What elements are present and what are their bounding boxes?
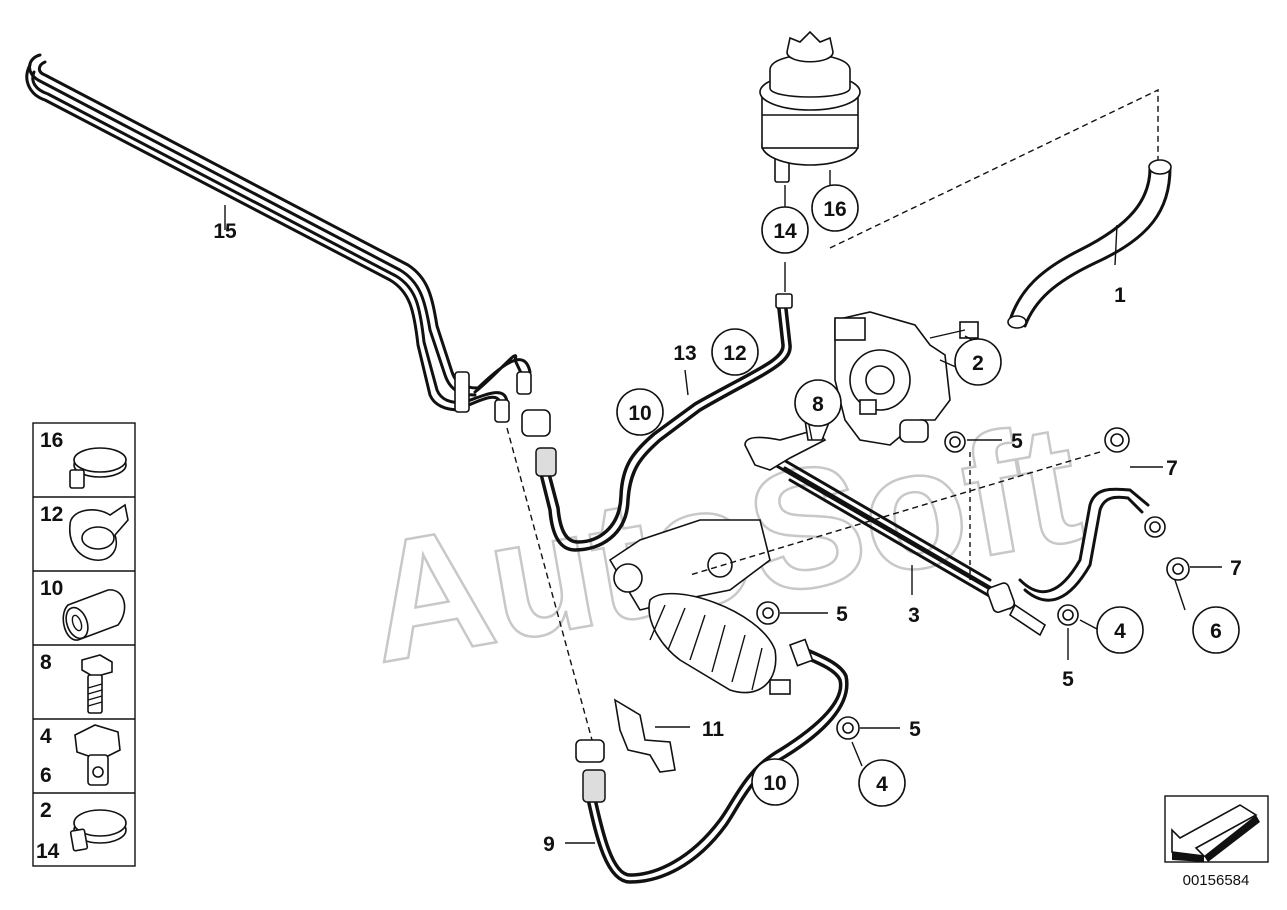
callouts: 15 16 14 1 2 13 12 10 8 5 7 7 3 5 4 6 5 … <box>213 184 1242 856</box>
callout-4a: 4 <box>1114 620 1126 643</box>
callout-5a: 5 <box>1011 430 1023 453</box>
callout-2: 2 <box>972 352 984 375</box>
callout-7b: 7 <box>1230 557 1242 580</box>
legend-label-2: 2 <box>40 799 52 822</box>
callout-8-circle <box>794 379 842 427</box>
bracket-11 <box>613 698 676 773</box>
legend-label-10: 10 <box>40 577 63 600</box>
callout-4b-circle <box>858 759 906 807</box>
legend-label-12: 12 <box>40 503 63 526</box>
callout-12-circle <box>711 328 759 376</box>
callout-12: 12 <box>723 342 746 365</box>
diagram-number: 00156584 <box>1183 872 1250 889</box>
hose-clip-icon <box>69 809 127 852</box>
callout-4b: 4 <box>876 773 888 796</box>
callout-5b: 5 <box>836 603 848 626</box>
callout-10b: 10 <box>763 772 786 795</box>
legend-label-14: 14 <box>36 840 60 863</box>
legend-label-6: 6 <box>40 764 52 787</box>
callout-14: 14 <box>773 220 797 243</box>
return-hose-13 <box>521 293 793 552</box>
callout-5d: 5 <box>909 718 921 741</box>
leader-dashed-1 <box>829 88 1159 249</box>
callout-16-circle <box>811 184 859 232</box>
steering-rack <box>608 519 814 695</box>
legend-label-16: 16 <box>40 429 63 452</box>
clip-holder-icon <box>69 503 129 561</box>
callout-10a: 10 <box>628 402 651 425</box>
callout-11: 11 <box>702 718 725 741</box>
arrow-icon <box>1171 804 1260 862</box>
hose-clamp-icon <box>69 447 127 489</box>
bolt-icon <box>81 654 113 714</box>
washers <box>756 427 1190 740</box>
callout-6-circle <box>1192 606 1240 654</box>
parts-legend: 16 12 10 8 4 6 2 14 <box>32 422 136 867</box>
callout-8: 8 <box>812 393 824 416</box>
leader-lines <box>224 205 1222 844</box>
callout-15: 15 <box>213 220 237 243</box>
pipe-6-7 <box>689 451 1150 602</box>
callout-13: 13 <box>673 342 696 365</box>
callout-3: 3 <box>908 604 920 627</box>
pipe-15-assembly <box>25 53 532 423</box>
callout-1: 1 <box>1114 284 1126 307</box>
callout-9: 9 <box>543 833 555 856</box>
legend-label-4: 4 <box>40 725 52 748</box>
reservoir <box>759 30 861 292</box>
callout-6: 6 <box>1210 620 1222 643</box>
callout-14-circle <box>761 206 809 254</box>
callout-10a-circle <box>616 388 664 436</box>
callout-7a: 7 <box>1166 457 1178 480</box>
callout-4a-circle <box>1096 606 1144 654</box>
banjo-bolt-icon <box>74 724 121 786</box>
callout-2-circle <box>954 338 1002 386</box>
rubber-grommet-icon <box>62 589 126 641</box>
callout-10b-circle <box>751 758 799 806</box>
callout-16: 16 <box>823 198 846 221</box>
pipe-9-assembly <box>506 427 849 884</box>
hose-1 <box>1007 159 1172 329</box>
steering-pump <box>834 311 979 446</box>
legend-label-8: 8 <box>40 651 52 674</box>
callout-5c: 5 <box>1062 668 1074 691</box>
nav-box: 00156584 <box>1164 795 1269 889</box>
